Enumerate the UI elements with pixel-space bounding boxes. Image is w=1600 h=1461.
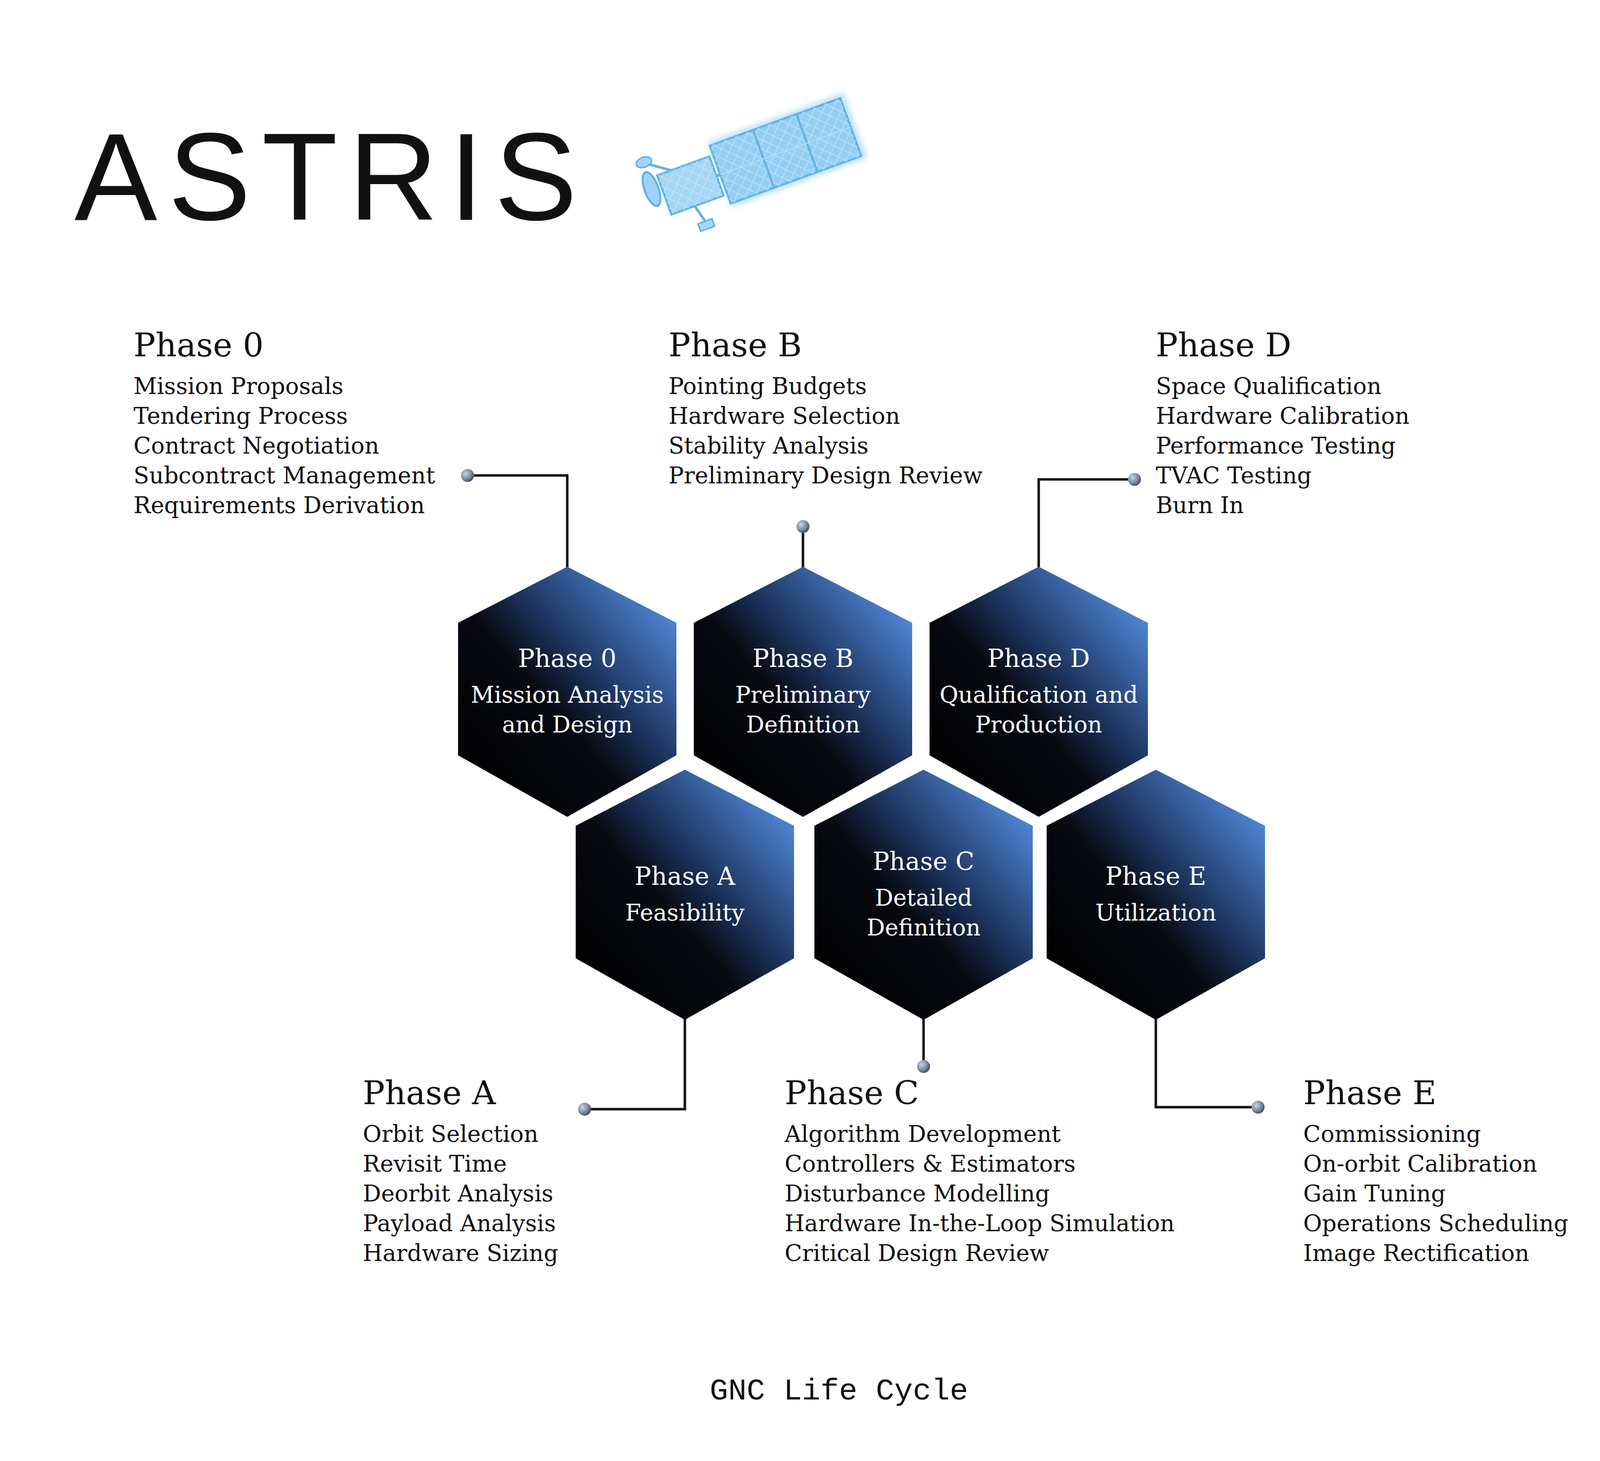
list-item: Critical Design Review xyxy=(784,1238,1175,1268)
list-item: Tendering Process xyxy=(133,400,436,431)
list-heading: Phase E xyxy=(1303,1072,1569,1115)
list-item: Mission Proposals xyxy=(133,371,436,401)
list-heading: Phase A xyxy=(362,1072,559,1115)
phase-number: Phase E xyxy=(1105,861,1206,892)
hexagon-fill xyxy=(693,566,913,817)
phase-task-list: Phase C Algorithm DevelopmentControllers … xyxy=(784,1072,1175,1268)
list-item: Space Qualification xyxy=(1155,371,1410,401)
hexagon-text-area: Phase B Preliminary Definition xyxy=(698,566,908,817)
list-item: Disturbance Modelling xyxy=(784,1178,1175,1209)
leader-dot xyxy=(1251,1100,1265,1114)
phase-name: Mission Analysis and Design xyxy=(463,680,672,740)
list-item: Requirements Derivation xyxy=(133,490,436,521)
phase-name: Qualification and Production xyxy=(934,680,1143,740)
hexagon-text-area: Phase C Detailed Definition xyxy=(819,769,1028,1020)
list-item: Payload Analysis xyxy=(362,1208,559,1239)
phase-task-list: Phase D Space QualificationHardware Calib… xyxy=(1155,325,1410,521)
phase-task-list: Phase 0 Mission ProposalsTendering Proces… xyxy=(133,325,436,521)
list-item: Gain Tuning xyxy=(1303,1178,1569,1209)
leader-line xyxy=(1038,479,1129,568)
hexagon-fill xyxy=(575,769,795,1020)
list-item: Operations Scheduling xyxy=(1303,1208,1569,1239)
phase-task-list: Phase A Orbit SelectionRevisit TimeDeorbi… xyxy=(362,1072,559,1268)
list-item: Stability Analysis xyxy=(668,430,983,461)
hexagon-text-area: Phase A Feasibility xyxy=(580,769,790,1020)
phase-number: Phase C xyxy=(872,846,975,877)
hexagon-fill xyxy=(929,566,1148,817)
list-item: Subcontract Management xyxy=(133,460,436,491)
phase-number: Phase A xyxy=(634,861,736,892)
satellite-illustration xyxy=(633,85,872,245)
hexagon-fill xyxy=(1046,769,1266,1020)
list-item: Burn In xyxy=(1155,490,1410,521)
phase-hexagon: Phase 0 Mission Analysis and Design xyxy=(458,566,677,817)
leader-line xyxy=(473,475,568,568)
list-heading: Phase 0 xyxy=(133,325,436,367)
hexagon-text-area: Phase E Utilization xyxy=(1051,769,1261,1020)
list-item: Pointing Budgets xyxy=(668,371,983,401)
leader-dot xyxy=(796,520,810,534)
list-item: TVAC Testing xyxy=(1155,460,1410,491)
phase-task-list: Phase E CommissioningOn-orbit Calibration… xyxy=(1303,1072,1569,1268)
phase-name: Utilization xyxy=(1095,898,1217,929)
hexagon-fill xyxy=(458,566,677,817)
leader-dot xyxy=(917,1060,931,1073)
list-item: Commissioning xyxy=(1303,1119,1569,1149)
hexagon-fill xyxy=(814,769,1033,1020)
title: ASTRIS xyxy=(74,115,589,240)
list-item: On-orbit Calibration xyxy=(1303,1148,1569,1179)
phase-number: Phase 0 xyxy=(518,643,617,674)
list-item: Image Rectification xyxy=(1303,1238,1569,1268)
phase-name: Detailed Definition xyxy=(819,883,1028,943)
phase-task-list: Phase B Pointing BudgetsHardware Selectio… xyxy=(668,325,983,491)
phase-name: Preliminary Definition xyxy=(698,680,908,740)
hexagon-shape xyxy=(1046,769,1266,1020)
list-item: Contract Negotiation xyxy=(133,430,436,461)
list-item: Revisit Time xyxy=(362,1148,559,1179)
caption: GNC Life Cycle xyxy=(709,1374,969,1409)
list-heading: Phase B xyxy=(668,325,983,367)
leader-line xyxy=(591,1018,685,1110)
leader-dot xyxy=(578,1102,592,1116)
list-item: Hardware Sizing xyxy=(362,1238,559,1268)
list-item: Algorithm Development xyxy=(784,1119,1175,1149)
phase-hexagon: Phase D Qualification and Production xyxy=(929,566,1148,817)
phase-number: Phase B xyxy=(752,643,854,674)
list-item: Preliminary Design Review xyxy=(668,460,983,491)
leader-line xyxy=(922,1018,926,1061)
phase-hexagon: Phase E Utilization xyxy=(1046,769,1266,1020)
leader-dot xyxy=(1128,472,1141,486)
phase-name: Feasibility xyxy=(625,898,745,929)
list-item: Controllers & Estimators xyxy=(784,1148,1175,1179)
hexagon-shape xyxy=(575,769,795,1020)
leader-dot xyxy=(461,468,474,482)
hexagon-text-area: Phase 0 Mission Analysis and Design xyxy=(463,566,672,817)
hexagon-text-area: Phase D Qualification and Production xyxy=(934,566,1143,817)
leader-line xyxy=(1155,1018,1252,1108)
list-item: Hardware Calibration xyxy=(1155,400,1410,431)
list-item: Performance Testing xyxy=(1155,430,1410,461)
list-item: Hardware In-the-Loop Simulation xyxy=(784,1208,1175,1239)
list-heading: Phase C xyxy=(784,1072,1175,1115)
phase-number: Phase D xyxy=(987,643,1091,674)
list-heading: Phase D xyxy=(1155,325,1410,367)
leader-line xyxy=(801,533,805,568)
phase-hexagon: Phase A Feasibility xyxy=(575,769,795,1020)
list-item: Hardware Selection xyxy=(668,400,983,431)
phase-hexagon: Phase C Detailed Definition xyxy=(814,769,1033,1020)
list-item: Deorbit Analysis xyxy=(362,1178,559,1209)
phase-hexagon: Phase B Preliminary Definition xyxy=(693,566,913,817)
list-item: Orbit Selection xyxy=(362,1119,559,1149)
